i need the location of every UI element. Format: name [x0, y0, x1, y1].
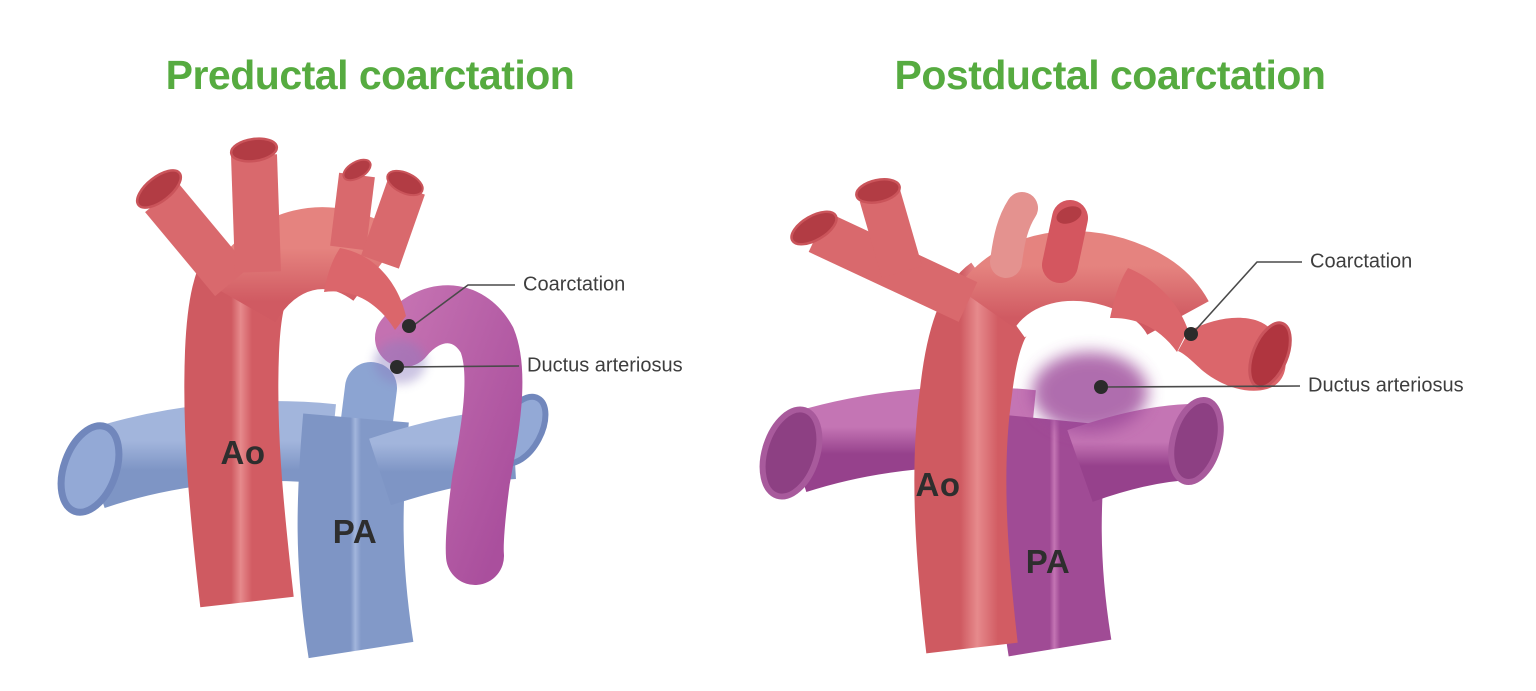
pa-right-opening [1168, 396, 1224, 486]
ductus-leader [397, 365, 520, 368]
ductus-arteriosus-region [1032, 352, 1148, 432]
branch-4-opening [386, 169, 424, 197]
pa-left-opening [759, 406, 823, 500]
arch-branch-3 [990, 192, 1038, 278]
postductal-illustration [759, 178, 1302, 657]
arch-branch-1 [145, 183, 249, 297]
preductal-illustration [57, 137, 549, 659]
preductal-aorta-label: Ao [220, 434, 266, 471]
pa-left-opening [57, 422, 123, 516]
branch-3-opening [342, 158, 372, 182]
arch-branch-4 [1042, 200, 1088, 283]
preductal-coarctation-label: Coarctation [523, 273, 626, 296]
ductus-marker-dot [390, 360, 404, 374]
branch-2-opening [855, 178, 901, 204]
coarctation-marker-dot [1184, 327, 1198, 341]
aorta-trunk [914, 262, 1029, 654]
branch-2-opening [229, 137, 279, 163]
ductus-leader [1101, 385, 1301, 388]
ductus-marker-dot [1094, 380, 1108, 394]
preductal-ductus-label: Ductus arteriosus [527, 354, 683, 377]
branch-1-opening [135, 169, 183, 209]
postductal-pa-label: PA [1025, 543, 1071, 580]
coarctation-leader [1191, 261, 1302, 335]
coarctation-taper [324, 248, 406, 330]
ductus-tube [375, 285, 523, 585]
arch-branch-3 [330, 172, 375, 251]
postductal-leader-lines [1101, 261, 1302, 388]
pa-main-trunk [297, 413, 414, 659]
coarctation-taper [1110, 268, 1188, 352]
coarctation-marker-dot [402, 319, 416, 333]
coarctation-leader [409, 284, 515, 329]
arch-branch-4 [361, 181, 425, 269]
postductal-coarctation-label: Coarctation [1310, 250, 1413, 273]
pa-main-trunk [997, 414, 1112, 657]
branch-1-opening [790, 210, 838, 246]
preductal-pa-label: PA [332, 513, 378, 550]
aorta-red [135, 137, 425, 608]
postductal-ductus-label: Ductus arteriosus [1308, 374, 1464, 397]
preductal-title: Preductal coarctation [165, 52, 575, 98]
arch-branch-2 [859, 190, 923, 278]
preductal-leader-lines [397, 284, 520, 368]
postductal-title: Postductal coarctation [894, 52, 1326, 98]
aorta-red [790, 178, 1292, 654]
postductal-aorta-label: Ao [915, 466, 961, 503]
arch-branch-2 [231, 154, 281, 273]
branch-4-opening [1056, 206, 1082, 224]
